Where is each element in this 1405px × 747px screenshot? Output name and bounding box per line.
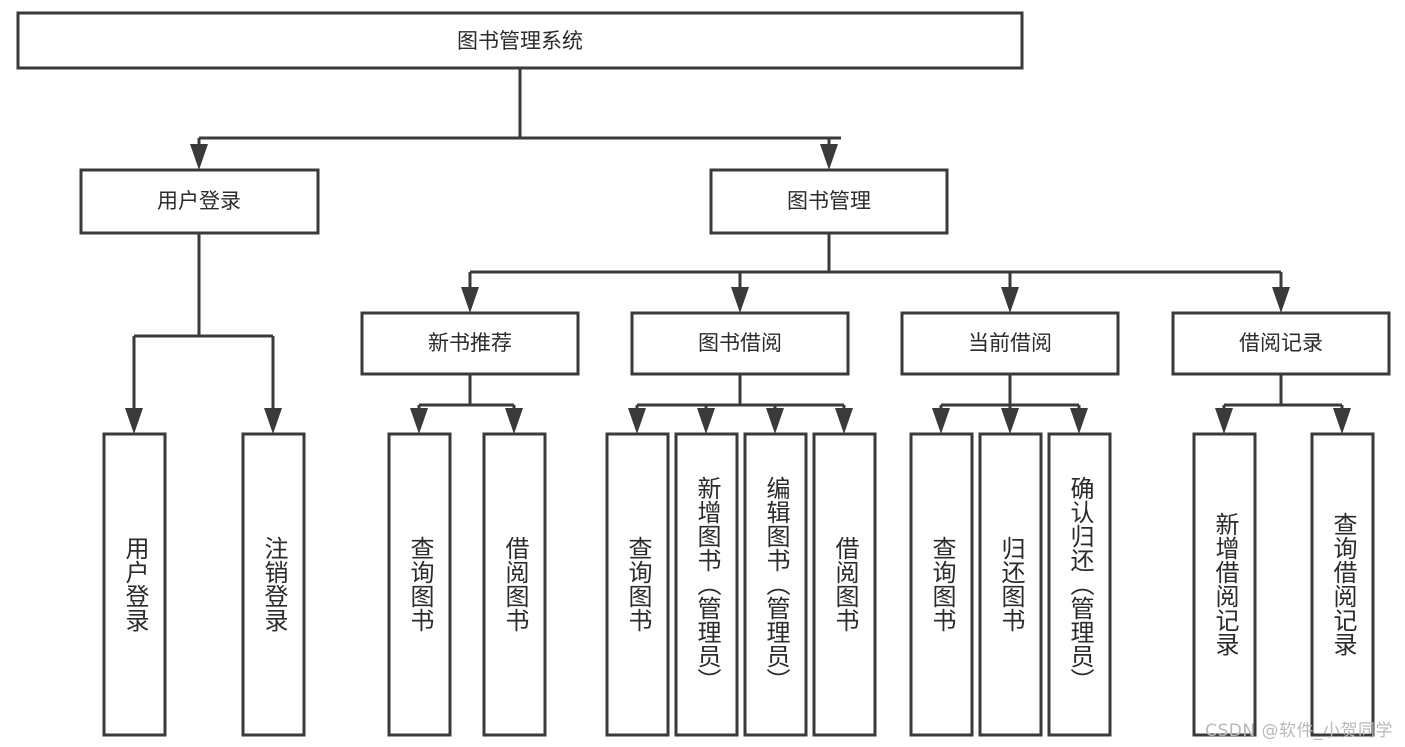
node-user-login[interactable]: 用户登录 [79, 168, 320, 235]
arrow-to-book-borrow [731, 287, 749, 313]
arrow-to-borrow-record [1272, 287, 1290, 313]
leaf-borrow-book-label: 借阅图书 [831, 536, 859, 632]
node-book-borrow-label: 图书借阅 [698, 331, 782, 355]
node-book-borrow[interactable]: 图书借阅 [630, 311, 850, 376]
node-new-book-recommend-box[interactable] [360, 311, 580, 376]
arrow-to-leaf-logout [264, 408, 282, 434]
edges-current-borrow-to-leaves [932, 374, 1088, 434]
node-root-system[interactable]: 图书管理系统 [16, 11, 1024, 70]
leaf-query-book-current[interactable]: 查询图书 [909, 432, 974, 737]
node-current-borrow-label: 当前借阅 [968, 331, 1052, 355]
arrow-to-leaf-borrow-book-nbr [505, 408, 523, 434]
leaf-add-borrow-record-label: 新增借阅记录 [1211, 512, 1239, 656]
leaf-query-borrow-record[interactable]: 查询借阅记录 [1310, 432, 1375, 737]
node-user-login-label: 用户登录 [157, 189, 241, 213]
leaf-query-book-borrow[interactable]: 查询图书 [605, 432, 670, 737]
leaf-logout-label: 注销登录 [260, 536, 288, 632]
arrow-to-leaf-query-book-cb [932, 408, 950, 434]
arrow-to-leaf-return-book [1001, 408, 1019, 434]
leaf-query-book-borrow-label: 查询图书 [624, 536, 652, 632]
leaf-borrow-book-recommend[interactable]: 借阅图书 [482, 432, 547, 737]
node-root-label: 图书管理系统 [457, 29, 583, 53]
node-new-book-recommend[interactable]: 新书推荐 [360, 311, 580, 376]
leaf-query-book-recommend[interactable]: 查询图书 [387, 432, 452, 737]
leaf-add-book-label: 新增图书（管理员） [693, 476, 721, 692]
arrow-to-current-borrow [1001, 287, 1019, 313]
leaf-query-book-current-box[interactable] [909, 432, 974, 737]
node-root-box[interactable] [16, 11, 1024, 70]
leaf-return-book-box[interactable] [978, 432, 1043, 737]
leaf-return-book-label: 归还图书 [997, 536, 1025, 632]
node-book-borrow-box[interactable] [630, 311, 850, 376]
leaf-confirm-return-label: 确认归还（管理员） [1066, 476, 1094, 692]
leaf-borrow-book-recommend-box[interactable] [482, 432, 547, 737]
leaf-logout-box[interactable] [241, 432, 306, 737]
leaf-query-book-current-label: 查询图书 [928, 536, 956, 632]
node-book-management[interactable]: 图书管理 [709, 168, 949, 235]
leaf-borrow-book[interactable]: 借阅图书 [812, 432, 877, 737]
node-current-borrow[interactable]: 当前借阅 [900, 311, 1120, 376]
arrow-to-leaf-query-book-bb [628, 408, 646, 434]
arrow-to-leaf-edit-book [766, 408, 784, 434]
leaf-add-book-box[interactable] [674, 432, 739, 737]
watermark-text: CSDN @软件_小贺同学 [1205, 721, 1393, 741]
leaf-edit-book[interactable]: 编辑图书（管理员） [743, 432, 808, 737]
arrow-to-book-management [820, 144, 838, 170]
edges-user-login-to-leaves [125, 233, 282, 434]
node-borrow-record[interactable]: 借阅记录 [1171, 311, 1391, 376]
edges-new-book-recommend-to-leaves [410, 374, 523, 434]
arrow-to-leaf-user-login [125, 408, 143, 434]
edges-book-management-to-level3 [461, 233, 1290, 313]
leaf-confirm-return-box[interactable] [1047, 432, 1112, 737]
leaf-edit-book-box[interactable] [743, 432, 808, 737]
leaf-edit-book-label: 编辑图书（管理员） [762, 476, 790, 692]
node-new-book-recommend-label: 新书推荐 [428, 331, 512, 355]
leaf-query-book-recommend-box[interactable] [387, 432, 452, 737]
leaf-return-book[interactable]: 归还图书 [978, 432, 1043, 737]
arrow-to-leaf-borrow-book-bb [835, 408, 853, 434]
arrow-to-leaf-query-borrow-record [1333, 408, 1351, 434]
node-current-borrow-box[interactable] [900, 311, 1120, 376]
edges-book-borrow-to-leaves [628, 374, 853, 434]
leaf-add-book[interactable]: 新增图书（管理员） [674, 432, 739, 737]
leaf-add-borrow-record-box[interactable] [1192, 432, 1257, 737]
leaf-add-borrow-record[interactable]: 新增借阅记录 [1192, 432, 1257, 737]
leaf-user-login-box[interactable] [102, 432, 167, 737]
leaf-borrow-book-box[interactable] [812, 432, 877, 737]
arrow-to-leaf-confirm-return [1070, 408, 1088, 434]
node-borrow-record-label: 借阅记录 [1239, 331, 1323, 355]
leaf-logout[interactable]: 注销登录 [241, 432, 306, 737]
arrow-to-leaf-query-book-nbr [410, 408, 428, 434]
node-book-management-box[interactable] [709, 168, 949, 235]
leaf-query-borrow-record-label: 查询借阅记录 [1329, 512, 1357, 656]
arrow-to-new-book-recommend [461, 287, 479, 313]
node-book-management-label: 图书管理 [787, 189, 871, 213]
leaf-user-login-label: 用户登录 [121, 536, 149, 632]
edges-borrow-record-to-leaves [1215, 374, 1351, 434]
leaf-query-borrow-record-box[interactable] [1310, 432, 1375, 737]
arrow-to-leaf-add-borrow-record [1215, 408, 1233, 434]
leaf-query-book-borrow-box[interactable] [605, 432, 670, 737]
leaf-borrow-book-recommend-label: 借阅图书 [501, 536, 529, 632]
leaf-confirm-return[interactable]: 确认归还（管理员） [1047, 432, 1112, 737]
node-user-login-box[interactable] [79, 168, 320, 235]
arrow-to-leaf-add-book [697, 408, 715, 434]
edges-root-to-level2 [190, 68, 841, 170]
leaf-user-login[interactable]: 用户登录 [102, 432, 167, 737]
arrow-to-user-login [190, 144, 208, 170]
node-borrow-record-box[interactable] [1171, 311, 1391, 376]
leaf-query-book-recommend-label: 查询图书 [406, 536, 434, 632]
